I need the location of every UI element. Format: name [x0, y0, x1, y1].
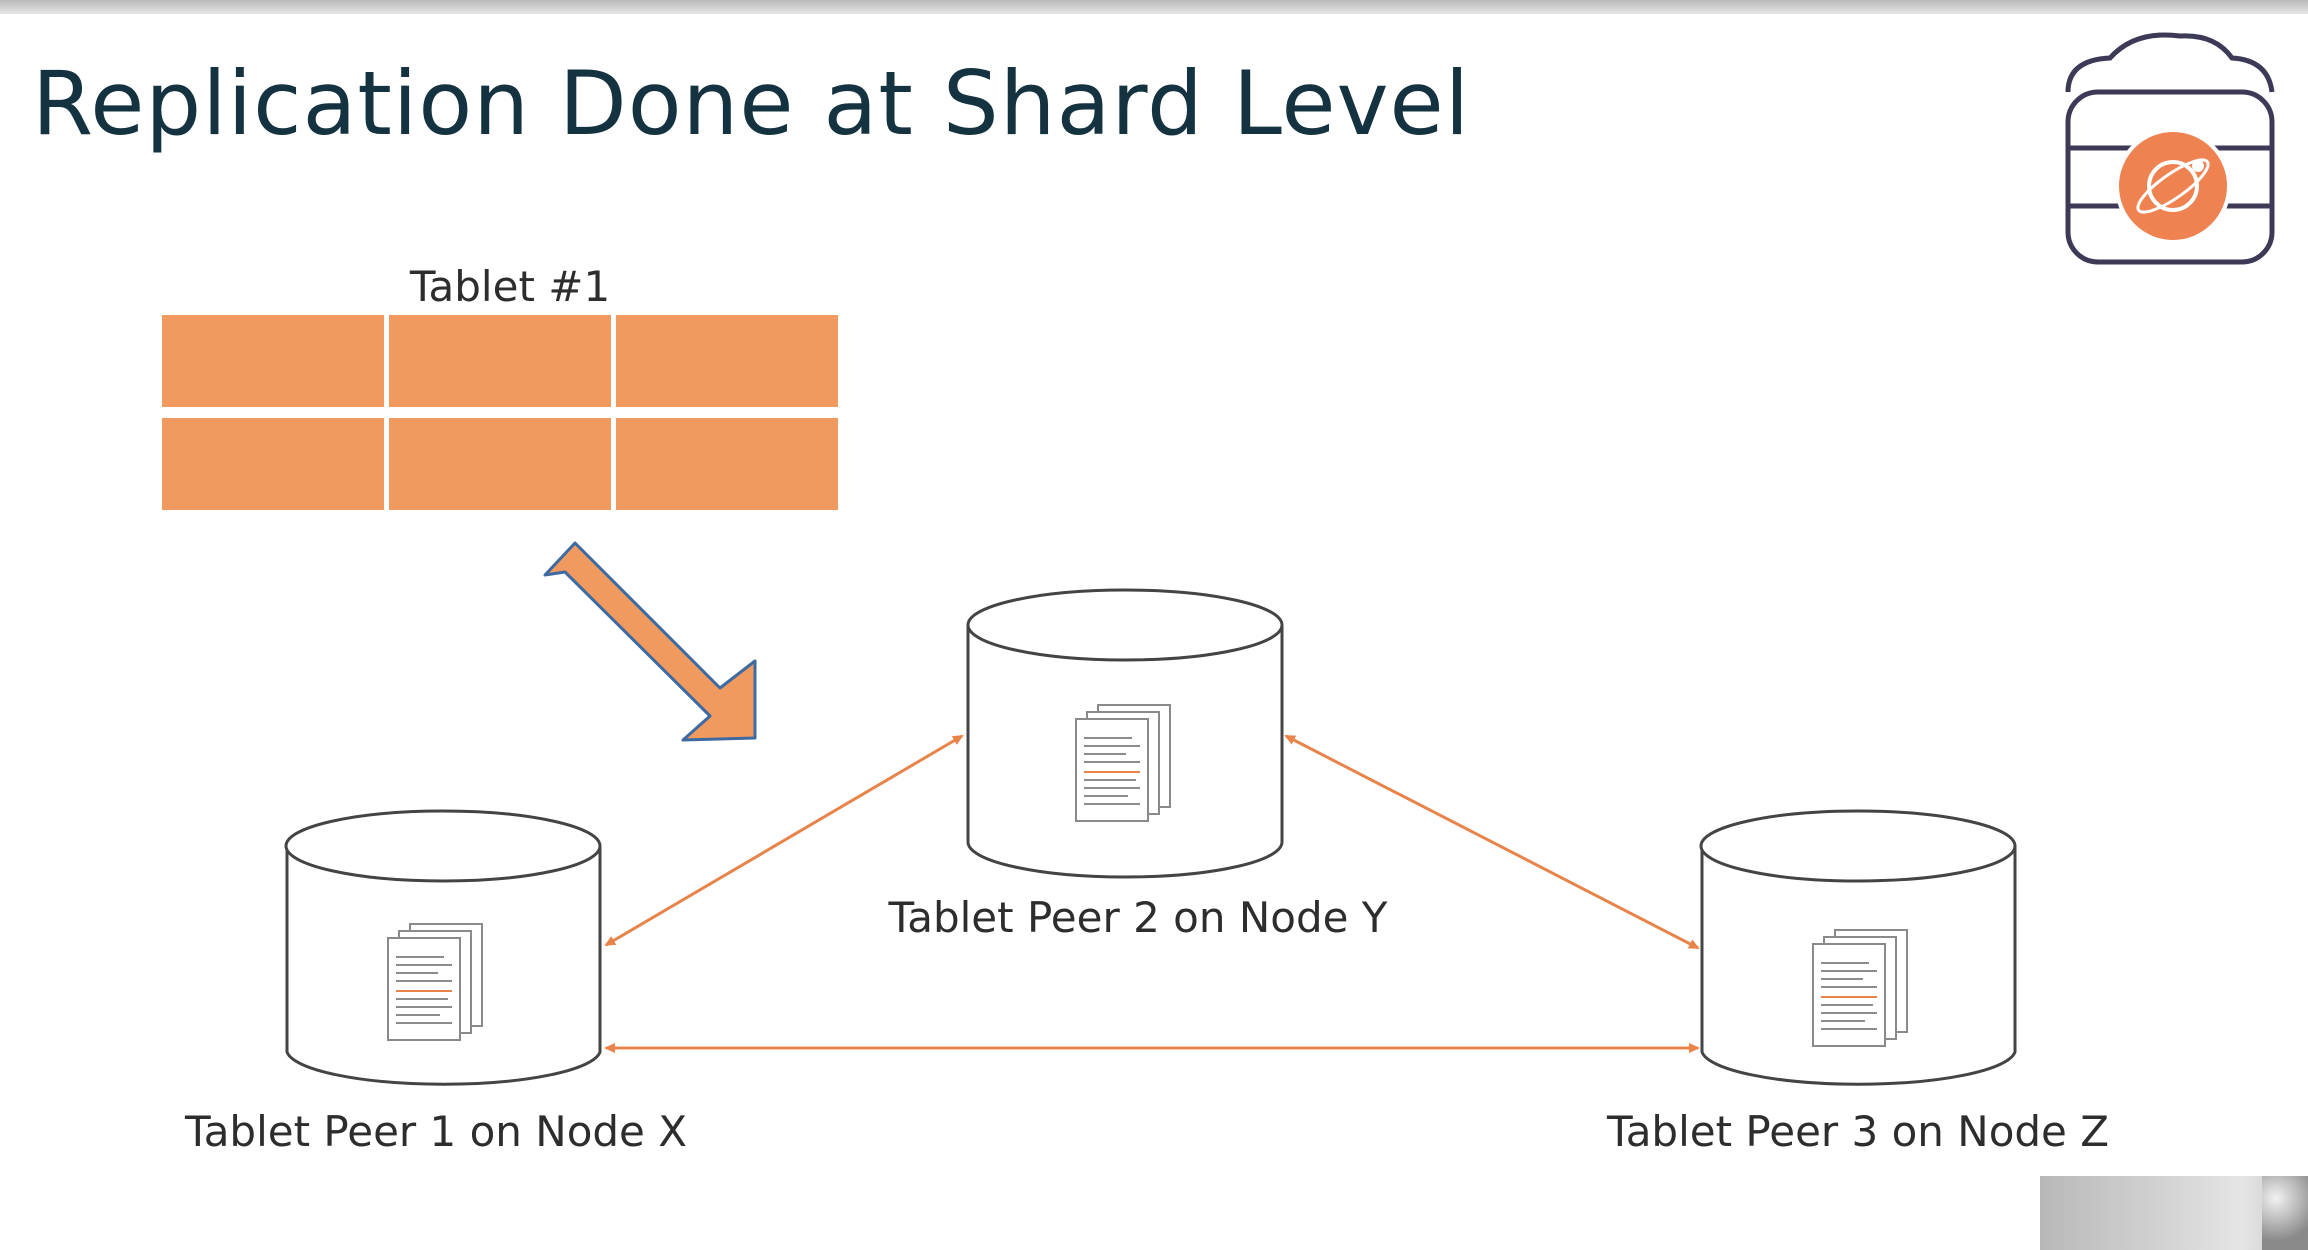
webcam-glint	[2262, 1176, 2308, 1250]
tablet-cell	[389, 418, 611, 510]
tablet-cell	[616, 418, 838, 510]
tablet-cell	[162, 315, 384, 407]
webcam-thumbnail	[2040, 1176, 2308, 1250]
document-stack-icon	[387, 923, 483, 1041]
tablet-peer-3-label: Tablet Peer 3 on Node Z	[1606, 1107, 2109, 1156]
top-strip	[0, 0, 2308, 14]
down-right-arrow-icon	[543, 541, 757, 742]
tablet-cell	[162, 418, 384, 510]
tablet-grid	[162, 315, 838, 510]
tablet-cell	[389, 315, 611, 407]
tablet-label: Tablet #1	[409, 262, 610, 311]
replication-arrow-1-2	[604, 734, 964, 947]
database-cloud-planet-icon	[2065, 32, 2275, 265]
slide-title: Replication Done at Shard Level	[32, 52, 1471, 155]
tablet-peer-1-label: Tablet Peer 1 on Node X	[184, 1107, 687, 1156]
document-stack-icon	[1075, 704, 1171, 822]
document-stack-icon	[1812, 929, 1908, 1047]
replication-arrow-2-3	[1284, 734, 1700, 950]
tablet-peer-3-cylinder	[1699, 809, 2017, 1086]
tablet-cell	[616, 315, 838, 407]
tablet-peer-1-cylinder	[284, 809, 602, 1086]
tablet-peer-2-cylinder	[966, 588, 1284, 879]
tablet-peer-2-label: Tablet Peer 2 on Node Y	[888, 893, 1388, 942]
